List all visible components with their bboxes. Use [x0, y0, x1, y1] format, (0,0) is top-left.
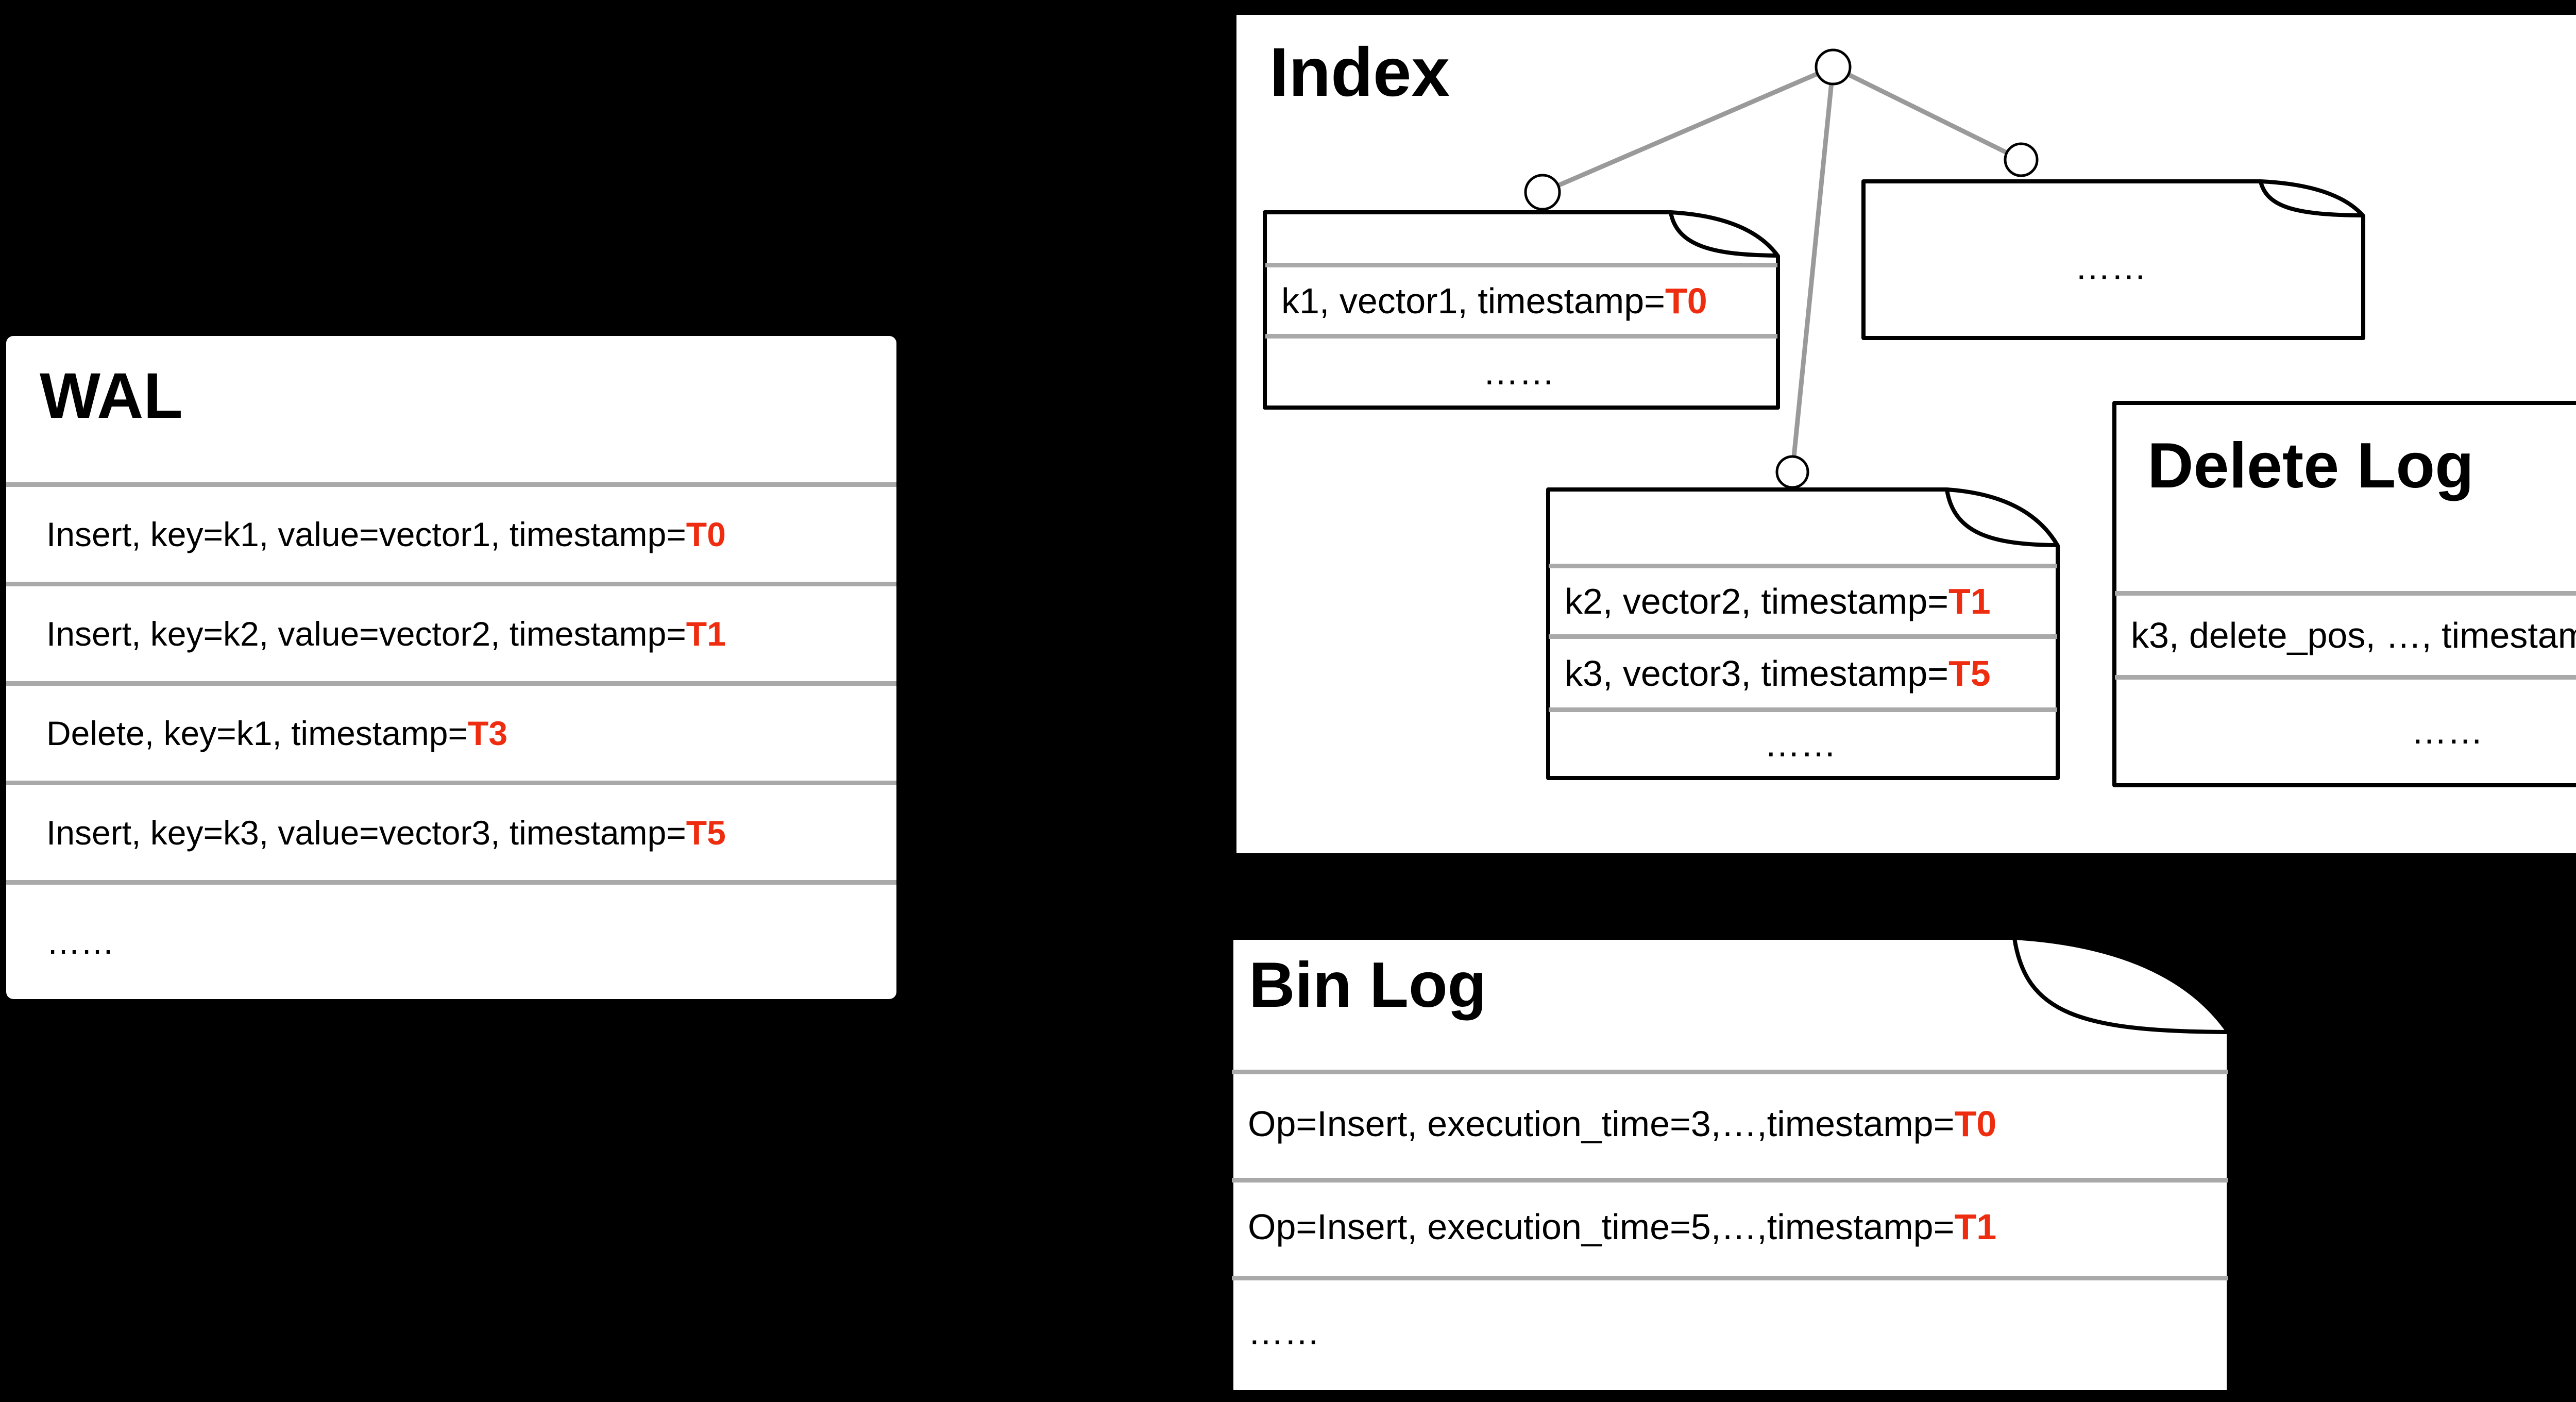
index-title: Index: [1269, 34, 1450, 111]
delete-log-entry: ……: [2112, 680, 2576, 783]
segment-entry-text: k2, vector2, timestamp=: [1565, 581, 1949, 621]
wal-entry-text: Insert, key=k1, value=vector1, timestamp…: [46, 515, 686, 553]
doc-separator: [1549, 707, 2057, 712]
wal-log-entry: Insert, key=k1, value=vector1, timestamp…: [6, 487, 891, 582]
wal-separator: [6, 582, 896, 586]
bin-log-title: Bin Log: [1249, 950, 1487, 1021]
segment-entry-text: k1, vector1, timestamp=: [1281, 280, 1666, 321]
segment-entry-text: ……: [1483, 352, 1555, 392]
wal-entry-timestamp: T1: [686, 615, 726, 653]
delete-log-entry-text: k3, delete_pos, …, timestamp=: [2131, 615, 2576, 655]
bin-log-entry-text: Op=Insert, execution_time=5,…,timestamp=: [1248, 1207, 1955, 1247]
doc-separator: [1232, 1276, 2228, 1280]
index-segment-doc-more: ……: [1861, 179, 2365, 340]
doc-separator: [1232, 1178, 2228, 1183]
wal-separator: [6, 880, 896, 885]
segment-entry: ……: [1546, 712, 2055, 776]
doc-separator: [1549, 564, 2057, 568]
wal-separator: [6, 781, 896, 785]
wal-entry-text: Insert, key=k2, value=vector2, timestamp…: [46, 615, 686, 653]
segment-entry: k1, vector1, timestamp=T0: [1263, 267, 1775, 334]
segment-entry: ……: [1861, 226, 2360, 308]
doc-separator: [1232, 1070, 2228, 1074]
bin-log-entry: Op=Insert, execution_time=3,…,timestamp=…: [1229, 1074, 2226, 1173]
bin-log-entry: ……: [1229, 1280, 2226, 1383]
delete-log-entry-text: ……: [2411, 711, 2483, 751]
segment-entry-timestamp: T5: [1948, 653, 1991, 694]
delete-log-title: Delete Log: [2147, 430, 2474, 501]
wal-panel: WAL Insert, key=k1, value=vector1, times…: [6, 336, 896, 999]
segment-entry-text: ……: [2075, 247, 2147, 287]
wal-log-entry: Insert, key=k3, value=vector3, timestamp…: [6, 785, 891, 880]
wal-entry-text: ……: [46, 923, 114, 961]
wal-title: WAL: [40, 360, 183, 432]
wal-entry-timestamp: T3: [468, 714, 508, 752]
doc-separator: [1265, 334, 1777, 339]
segment-entry: ……: [1263, 339, 1775, 406]
doc-separator: [2115, 675, 2576, 680]
folded-corner-flap-icon: [2012, 936, 2230, 1034]
wal-separator: [6, 681, 896, 686]
segment-entry: k3, vector3, timestamp=T5: [1546, 639, 2055, 707]
bin-log-entry-text: Op=Insert, execution_time=3,…,timestamp=: [1248, 1104, 1955, 1144]
segment-entry-timestamp: T1: [1948, 581, 1991, 621]
delete-log-entry: k3, delete_pos, …, timestamp=T3: [2112, 596, 2576, 675]
folded-corner-flap-icon: [1669, 211, 1780, 258]
delete-log-doc: Delete Log k3, delete_pos, …, timestamp=…: [2112, 401, 2576, 787]
segment-entry-text: ……: [1764, 724, 1837, 764]
wal-separator: [6, 482, 896, 487]
wal-log-entry: Insert, key=k2, value=vector2, timestamp…: [6, 586, 891, 681]
index-segment-doc-k1: k1, vector1, timestamp=T0 ……: [1263, 210, 1780, 410]
folded-corner-flap-icon: [1945, 488, 2059, 547]
doc-separator: [1549, 634, 2057, 639]
wal-log-entry: ……: [6, 885, 891, 999]
wal-entry-text: Delete, key=k1, timestamp=: [46, 714, 468, 752]
bin-log-entry-timestamp: T1: [1954, 1207, 1997, 1247]
bin-log-entry-text: ……: [1248, 1312, 1320, 1352]
segment-entry-text: k3, vector3, timestamp=: [1565, 653, 1949, 694]
doc-separator: [1265, 263, 1777, 267]
bin-log-entry: Op=Insert, execution_time=5,…,timestamp=…: [1229, 1183, 2226, 1271]
bin-log-doc: Bin Log Op=Insert, execution_time=3,…,ti…: [1229, 936, 2231, 1394]
bin-log-entry-timestamp: T0: [1954, 1104, 1997, 1144]
index-segment-doc-k2k3: k2, vector2, timestamp=T1 k3, vector3, t…: [1546, 487, 2060, 780]
document-outline: [1263, 210, 1780, 410]
folded-corner-flap-icon: [2259, 180, 2365, 217]
document-outline: [1546, 487, 2060, 780]
wal-entry-timestamp: T0: [686, 515, 726, 553]
segment-entry: k2, vector2, timestamp=T1: [1546, 568, 2055, 634]
segment-entry-timestamp: T0: [1665, 280, 1707, 321]
wal-entry-timestamp: T5: [686, 814, 726, 852]
wal-entry-text: Insert, key=k3, value=vector3, timestamp…: [46, 814, 686, 852]
doc-separator: [2115, 591, 2576, 596]
wal-log-entry: Delete, key=k1, timestamp=T3: [6, 686, 891, 781]
